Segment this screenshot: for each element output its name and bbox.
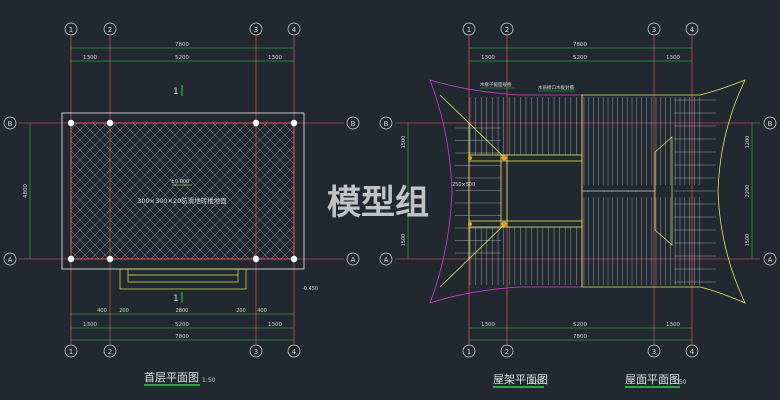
dim-right-3: 1500 — [745, 234, 751, 247]
grid-label-b: B — [768, 120, 773, 128]
roof-tiles — [583, 97, 716, 285]
grid-label-b: B — [351, 120, 356, 128]
roof-plans: 木椽子截面规格 木质椽口木板封檐 250×500 7800 1300 5200 … — [379, 22, 777, 388]
column — [106, 119, 114, 127]
column — [252, 119, 260, 127]
grid-label-4: 4 — [292, 26, 297, 34]
column — [290, 255, 298, 263]
grid-label-a: A — [768, 256, 773, 264]
column — [290, 119, 298, 127]
column — [106, 255, 114, 263]
roof-plan-scale: 1:50 — [673, 379, 687, 386]
grid-label-1: 1 — [467, 26, 471, 34]
grid-label-3: 3 — [254, 26, 258, 34]
grid-label-2: 2 — [505, 348, 509, 356]
column — [67, 255, 75, 263]
dim-detail-2: 200 — [119, 308, 129, 314]
ground-plan-scale: 1:50 — [202, 377, 216, 384]
dim-bottom-total: 7800 — [175, 334, 189, 340]
rafter-note: 木椽子截面规格 — [480, 81, 512, 88]
dim-detail-4: 200 — [236, 308, 246, 314]
grid-label-4: 4 — [292, 348, 297, 356]
grid-label-2: 2 — [108, 348, 112, 356]
grid-label-4: 4 — [690, 348, 695, 356]
roof-beams — [439, 94, 583, 288]
dim-bottom-seg-2: 5200 — [175, 322, 189, 328]
axis-lines-right — [395, 36, 760, 344]
top-dimension-lines-right — [469, 47, 692, 62]
column — [67, 119, 75, 127]
grid-label-3: 3 — [652, 26, 656, 34]
roof-frame-title: 屋架平面图 — [493, 373, 548, 386]
dim-right-1: 1200 — [745, 136, 751, 149]
entrance-steps — [119, 268, 247, 290]
grid-label-a: A — [351, 256, 356, 264]
roof-outline — [581, 79, 746, 304]
dim-top-total: 7800 — [175, 42, 189, 48]
ramp-level-note: -0.450 — [302, 286, 318, 292]
grid-bubbles-right — [379, 22, 777, 358]
dim-top-total-right: 7800 — [573, 42, 587, 48]
grid-label-1: 1 — [467, 348, 471, 356]
ground-floor-plan: 1 1 ±0.000 300×300×20防滑地砖楼地面 -0.450 7800… — [3, 22, 360, 386]
dim-left-right-1: 1500 — [401, 136, 407, 149]
section-mark-top: 1 — [173, 87, 179, 97]
dim-bottom-total-right: 7800 — [573, 334, 587, 340]
grid-label-2: 2 — [505, 26, 509, 34]
dim-detail-1: 400 — [97, 308, 107, 314]
dim-top-seg-right-3: 1300 — [666, 55, 680, 61]
grid-label-1: 1 — [69, 26, 73, 34]
dim-top-seg-right-2: 5200 — [573, 55, 587, 61]
ground-plan-title: 首层平面图 — [144, 370, 199, 384]
floor-finish-note: 300×300×20防滑地砖楼地面 — [137, 196, 227, 205]
dim-bottom-seg-3: 1300 — [268, 322, 282, 328]
bottom-dimension-lines — [71, 313, 294, 341]
dim-top-seg-right-1: 1300 — [481, 55, 495, 61]
eave-note: 木质椽口木板封檐 — [538, 84, 574, 91]
beam-joints — [468, 155, 507, 227]
grid-label-3: 3 — [652, 348, 656, 356]
dim-detail-5: 400 — [257, 308, 267, 314]
watermark-text: 模型组 — [327, 183, 429, 223]
grid-label-b: B — [8, 120, 13, 128]
grid-label-1: 1 — [69, 348, 73, 356]
roof-frame-scale: 1:50 — [530, 379, 544, 386]
grid-label-b: B — [384, 120, 389, 128]
grid-bubbles — [3, 22, 360, 358]
floor-hatch — [70, 122, 295, 260]
section-mark-bottom: 1 — [173, 294, 179, 304]
grid-label-a: A — [384, 256, 389, 264]
grid-label-3: 3 — [254, 348, 258, 356]
dim-left-right-2: 1500 — [401, 234, 407, 247]
dim-left: 4800 — [23, 184, 29, 198]
grid-label-2: 2 — [108, 26, 112, 34]
dim-top-seg-1: 1300 — [83, 55, 97, 61]
dim-bottom-seg-right-3: 1300 — [666, 322, 680, 328]
bottom-dimension-lines-right — [469, 327, 692, 341]
dim-bottom-seg-right-2: 5200 — [573, 322, 587, 328]
dim-right-2: 2200 — [745, 185, 751, 198]
top-dimension-lines — [71, 47, 294, 62]
columns — [67, 119, 298, 263]
grid-label-a: A — [8, 256, 13, 264]
dim-bottom-seg-right-1: 1300 — [481, 322, 495, 328]
dim-top-seg-3: 1300 — [268, 55, 282, 61]
ridge-outline — [654, 136, 673, 246]
roof-frame-outline — [429, 79, 583, 304]
beam-note: 250×500 — [452, 182, 475, 188]
roof-plan-title: 屋面平面图 — [625, 373, 680, 386]
dim-detail-3: 2800 — [176, 308, 189, 314]
dim-top-seg-2: 5200 — [175, 55, 189, 61]
dim-bottom-seg-1: 1300 — [83, 322, 97, 328]
level-note: ±0.000 — [171, 179, 190, 185]
grid-label-4: 4 — [690, 26, 695, 34]
rafters-left — [455, 97, 583, 285]
column — [252, 255, 260, 263]
